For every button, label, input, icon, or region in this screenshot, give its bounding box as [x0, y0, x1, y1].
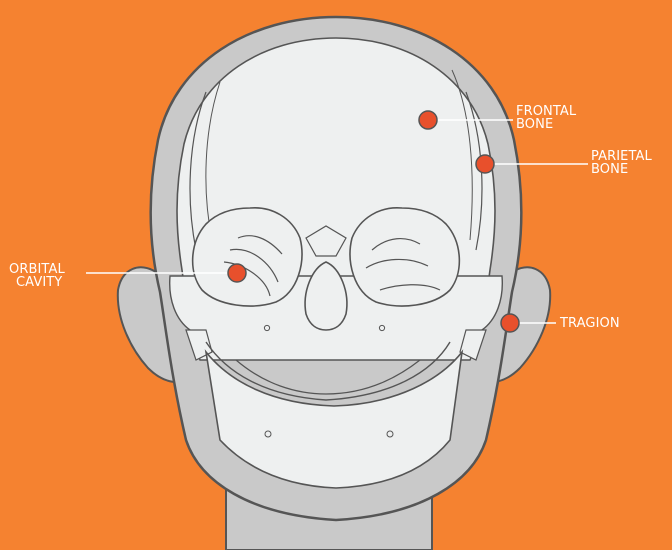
orbital-cavity-label-line2: CAVITY — [9, 276, 65, 289]
right-orbit — [350, 208, 459, 306]
tragion-label-line1: TRAGION — [560, 317, 620, 330]
parietal-bone-marker — [476, 155, 494, 173]
tragion-label: TRAGION — [560, 317, 620, 330]
frontal-bone-marker — [419, 111, 437, 129]
frontal-bone-label-line2: BONE — [516, 118, 576, 131]
left-orbit — [193, 208, 302, 306]
tragion-marker — [501, 314, 519, 332]
frontal-bone-label: FRONTAL BONE — [516, 105, 576, 131]
parietal-bone-label: PARIETAL BONE — [591, 150, 652, 176]
orbital-cavity-marker — [228, 264, 246, 282]
parietal-bone-label-line2: BONE — [591, 163, 652, 176]
orbital-cavity-label: ORBITAL CAVITY — [9, 263, 65, 289]
